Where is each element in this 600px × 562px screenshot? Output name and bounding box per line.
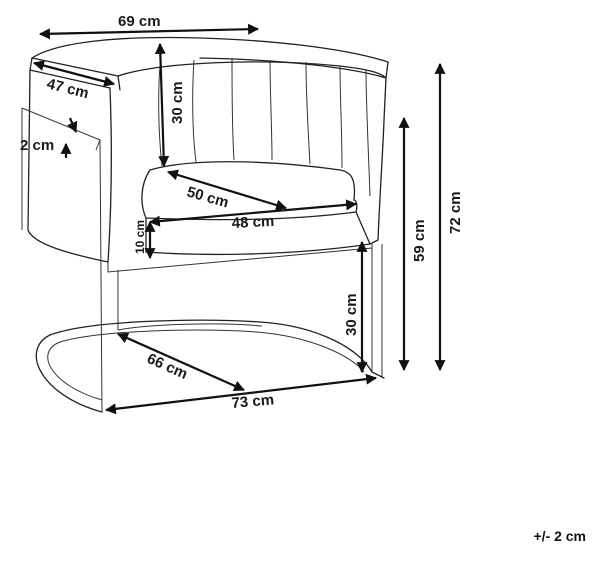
- label-seat-height: 59 cm: [411, 219, 428, 262]
- label-frame-thickness: 2 cm: [20, 137, 54, 154]
- label-backrest-height: 30 cm: [169, 81, 186, 124]
- label-base-width: 73 cm: [231, 391, 275, 412]
- label-armrest-depth: 47 cm: [45, 75, 90, 102]
- dimension-arrows: [32, 23, 446, 415]
- label-top-width: 69 cm: [118, 13, 161, 30]
- label-seat-thickness: 10 cm: [133, 220, 147, 254]
- label-total-height: 72 cm: [447, 191, 464, 234]
- chair-drawing: [21, 36, 389, 413]
- label-seat-width: 48 cm: [231, 213, 274, 232]
- tolerance-note: +/- 2 cm: [533, 528, 586, 544]
- label-base-height: 30 cm: [343, 293, 360, 336]
- dimension-labels: 69 cm 47 cm 30 cm 2 cm 50 cm 48 cm 10 cm…: [20, 13, 464, 412]
- label-seat-depth: 50 cm: [185, 184, 231, 212]
